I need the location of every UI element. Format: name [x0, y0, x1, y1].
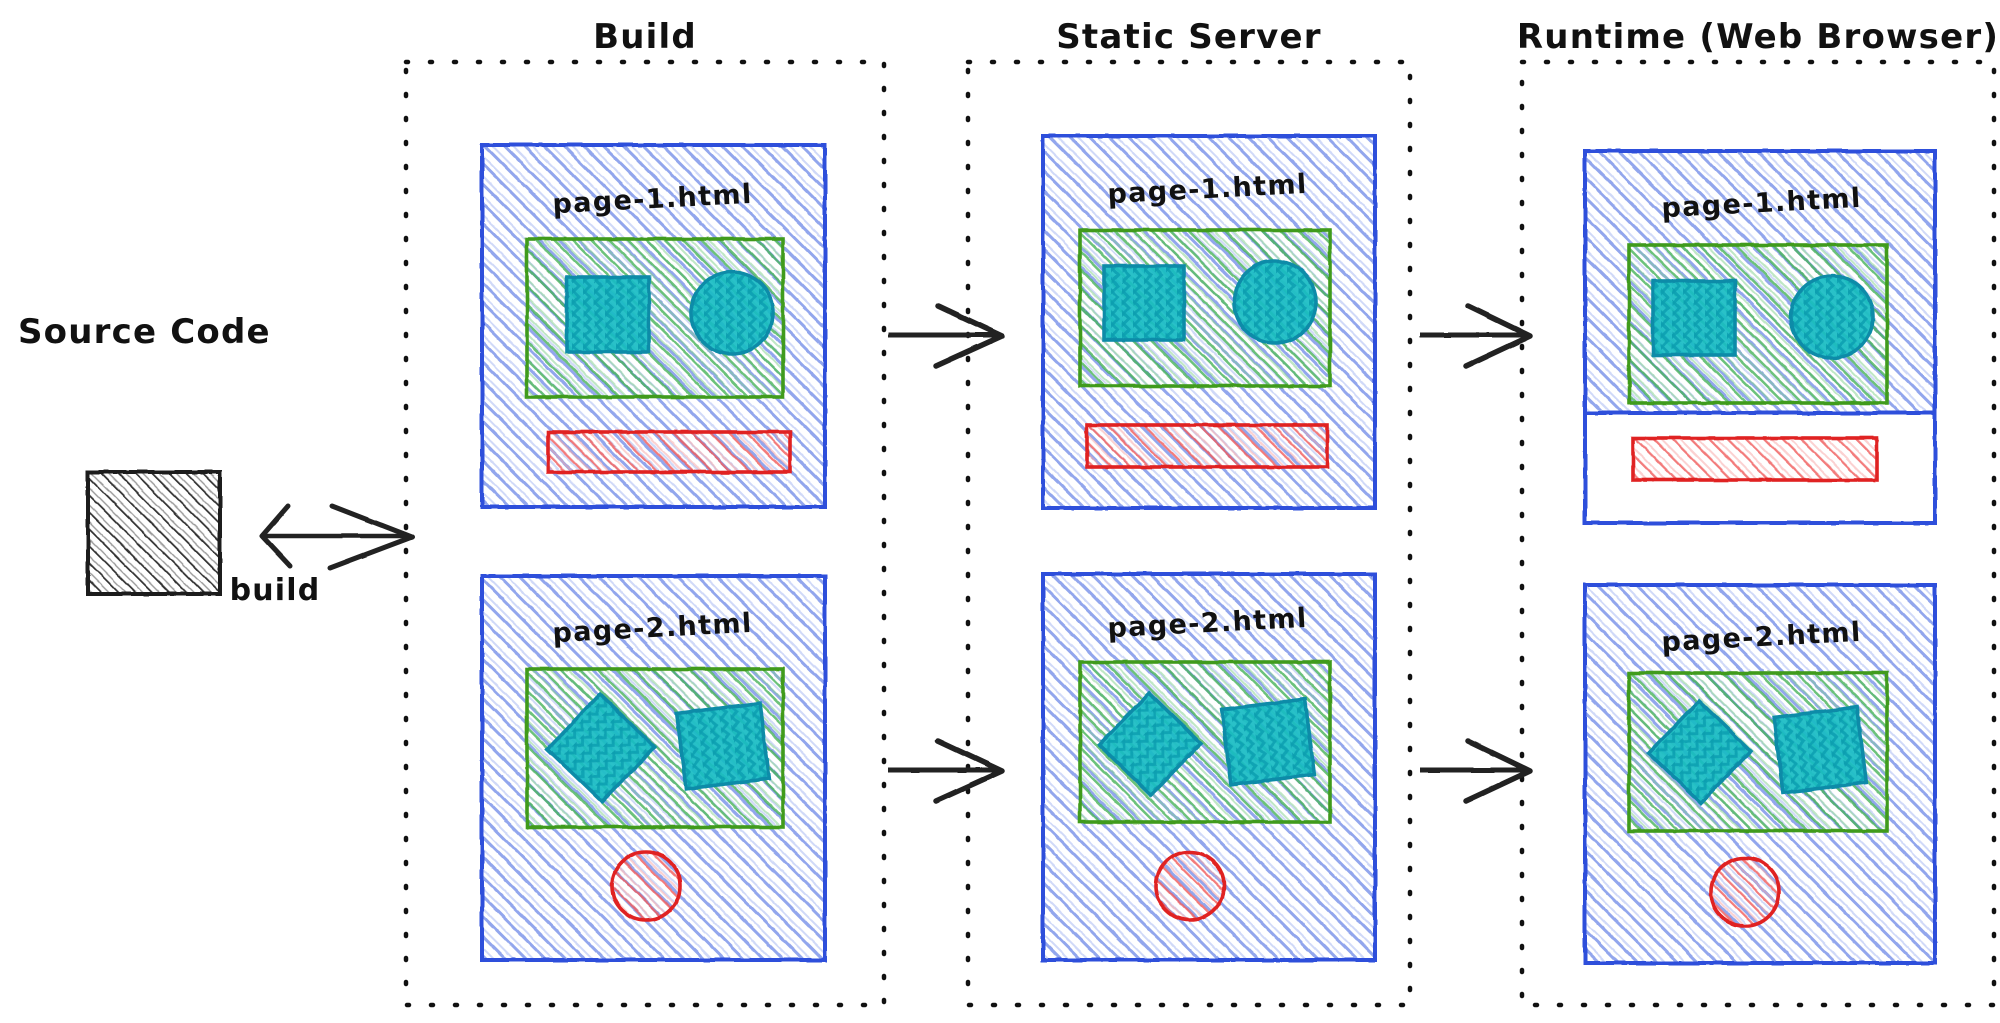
column-title-build: Build	[593, 17, 697, 57]
card-server-page-1	[1041, 134, 1377, 510]
group-box-static-server	[965, 59, 1413, 1008]
column-title-runtime: Runtime (Web Browser)	[1517, 17, 1999, 57]
card-build-page-2	[480, 574, 827, 962]
build-arrow	[259, 503, 415, 571]
card-runtime-page-2	[1583, 583, 1937, 965]
arrow-build-to-server-page2	[888, 738, 1005, 804]
card-server-page-2	[1041, 572, 1377, 962]
build-edge-label: build	[230, 573, 321, 608]
source-code-title: Source Code	[18, 312, 271, 352]
column-title-static-server: Static Server	[1056, 17, 1322, 57]
arrow-server-to-runtime-page1	[1420, 303, 1533, 369]
card-runtime-page-1	[1583, 149, 1937, 525]
arrow-server-to-runtime-page2	[1420, 738, 1533, 804]
arrow-build-to-server-page1	[888, 303, 1005, 369]
source-code-box	[86, 470, 222, 596]
card-build-page-1	[480, 143, 827, 509]
group-box-build	[403, 59, 887, 1008]
